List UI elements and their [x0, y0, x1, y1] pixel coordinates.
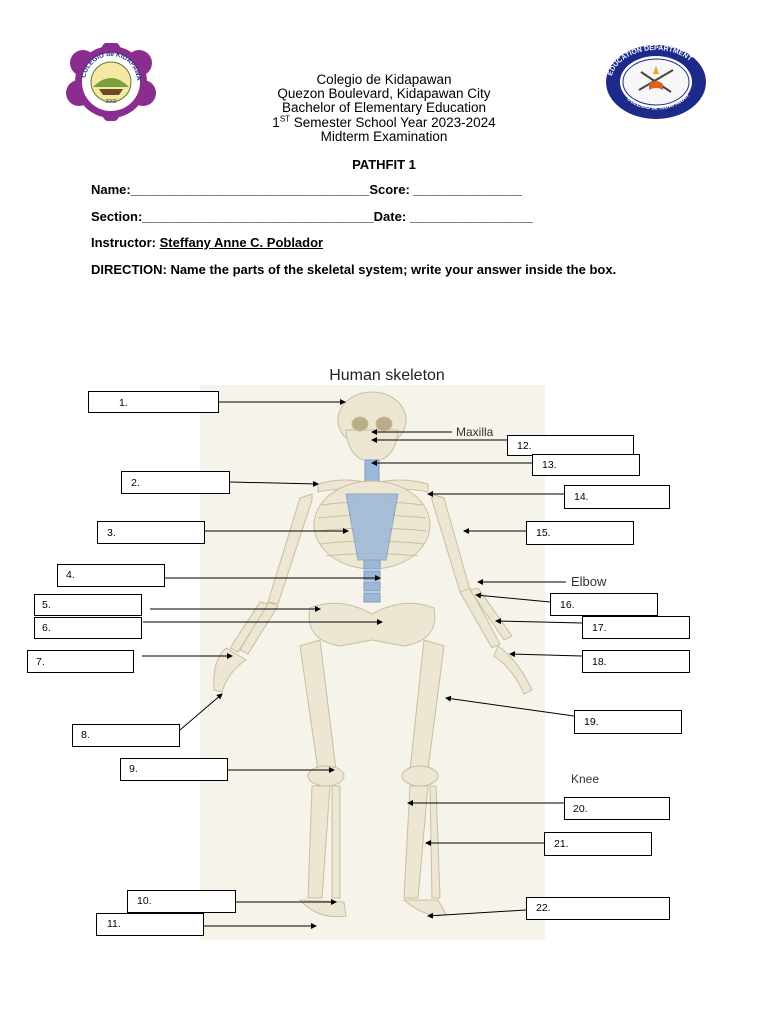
subject-title: PATHFIT 1: [352, 157, 416, 172]
diagram-title: Human skeleton: [329, 367, 445, 384]
semester-line: 1ST Semester School Year 2023-2024: [272, 114, 496, 130]
answer-box-2[interactable]: 2.: [121, 471, 230, 494]
section-field[interactable]: Section:________________________________…: [91, 209, 533, 224]
answer-box-label: 1.: [119, 397, 128, 409]
answer-box-label: 2.: [131, 477, 140, 489]
answer-box-label: 12.: [517, 440, 532, 452]
answer-box-label: 9.: [129, 763, 138, 775]
program-name: Bachelor of Elementary Education: [281, 100, 487, 116]
answer-box-label: 14.: [574, 491, 589, 503]
answer-box-label: 22.: [536, 902, 551, 914]
answer-box-6[interactable]: 6.: [34, 617, 142, 639]
score-label: Score:: [369, 182, 410, 197]
answer-box-label: 20.: [573, 803, 588, 815]
answer-box-11[interactable]: 11.: [96, 913, 204, 936]
answer-box-17[interactable]: 17.: [582, 616, 690, 639]
answer-box-label: 21.: [554, 838, 569, 850]
answer-box-label: 8.: [81, 729, 90, 741]
answer-box-19[interactable]: 19.: [574, 710, 682, 734]
answer-box-3[interactable]: 3.: [97, 521, 205, 544]
skeleton-figure: [213, 391, 533, 918]
answer-box-label: 10.: [137, 895, 152, 907]
answer-box-12[interactable]: 12.: [507, 435, 634, 456]
department-logo: EDUCATION DEPARTMENT COLEGIO de KIDAPAWA…: [605, 44, 707, 120]
answer-box-label: 13.: [542, 459, 557, 471]
answer-box-21[interactable]: 21.: [544, 832, 652, 856]
name-field[interactable]: Name:_________________________________Sc…: [91, 182, 522, 197]
instructor-label: Instructor:: [91, 235, 156, 250]
answer-box-20[interactable]: 20.: [564, 797, 670, 820]
instructor-field: Instructor: Steffany Anne C. Poblador: [91, 235, 323, 250]
answer-box-16[interactable]: 16.: [550, 593, 658, 616]
school-name: Colegio de Kidapawan: [316, 72, 452, 87]
logo-year-text: 2002: [105, 99, 116, 105]
exam-name: Midterm Examination: [320, 128, 448, 144]
answer-box-9[interactable]: 9.: [120, 758, 228, 781]
school-logo: 2002 COLEGIO de KIDAPAWAN, Inc.: [55, 38, 165, 122]
section-line[interactable]: ________________________________: [142, 209, 374, 224]
answer-box-label: 15.: [536, 527, 551, 539]
school-address: Quezon Boulevard, Kidapawan City: [277, 86, 491, 102]
answer-box-label: 7.: [36, 656, 45, 668]
answer-box-15[interactable]: 15.: [526, 521, 634, 545]
elbow-label: Elbow: [571, 574, 607, 589]
answer-box-8[interactable]: 8.: [72, 724, 180, 747]
skeleton-diagram: Human skeleton: [0, 355, 768, 1024]
answer-box-13[interactable]: 13.: [532, 454, 640, 476]
answer-box-label: 16.: [560, 599, 575, 611]
direction-text: DIRECTION: Name the parts of the skeleta…: [91, 262, 617, 277]
answer-box-4[interactable]: 4.: [57, 564, 165, 587]
date-label: Date:: [373, 209, 407, 224]
answer-box-label: 18.: [592, 656, 607, 668]
answer-box-label: 11.: [107, 918, 121, 930]
exam-header: Colegio de Kidapawan Quezon Boulevard, K…: [0, 72, 768, 144]
section-label: Section:: [91, 209, 143, 224]
answer-box-label: 6.: [42, 622, 51, 634]
score-line[interactable]: _______________: [409, 182, 522, 197]
date-line[interactable]: _________________: [406, 209, 533, 224]
answer-box-label: 4.: [66, 569, 75, 581]
name-line[interactable]: _________________________________: [130, 182, 370, 197]
answer-box-label: 5.: [42, 599, 51, 611]
answer-box-label: 17.: [592, 622, 607, 634]
instructor-name: Steffany Anne C. Poblador: [159, 235, 324, 250]
answer-box-7[interactable]: 7.: [27, 650, 134, 673]
answer-box-5[interactable]: 5.: [34, 594, 142, 616]
answer-box-22[interactable]: 22.: [526, 897, 670, 920]
name-label: Name:: [91, 182, 131, 197]
answer-box-label: 19.: [584, 716, 599, 728]
pointer-lines: [142, 399, 583, 929]
maxilla-label: Maxilla: [456, 425, 494, 439]
answer-box-1[interactable]: 1.: [88, 391, 219, 413]
answer-box-10[interactable]: 10.: [127, 890, 236, 913]
answer-box-label: 3.: [107, 527, 116, 539]
knee-label: Knee: [571, 772, 599, 786]
answer-box-14[interactable]: 14.: [564, 485, 670, 509]
answer-box-18[interactable]: 18.: [582, 650, 690, 673]
